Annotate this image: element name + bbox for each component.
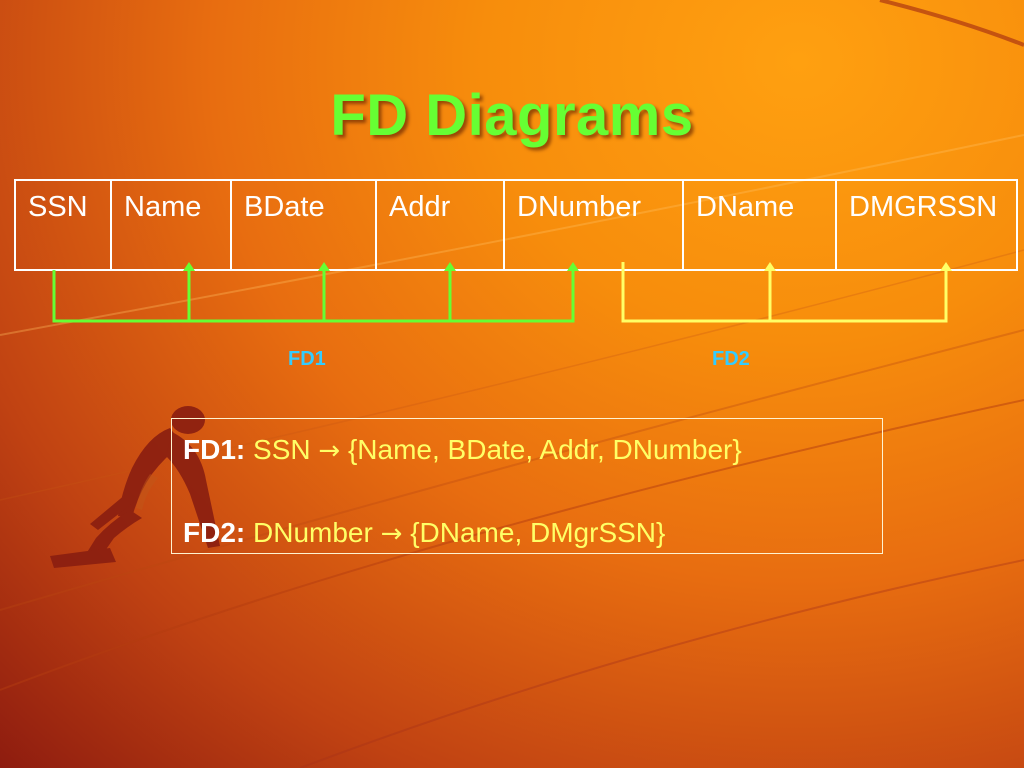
fd-definitions-box: FD1: SSN → {Name, BDate, Addr, DNumber} …: [171, 418, 883, 554]
attribute-dnumber: DNumber: [503, 179, 684, 271]
fd1-lhs: SSN: [253, 434, 311, 465]
attribute-ssn: SSN: [14, 179, 112, 271]
fd1-key: FD1:: [183, 434, 246, 465]
attribute-dname: DName: [682, 179, 837, 271]
fd2-rhs: {DName, DMgrSSN}: [410, 517, 666, 548]
arrowhead-up-icon: [183, 262, 195, 271]
slide-title: FD Diagrams: [330, 83, 694, 148]
arrowhead-up-icon: [444, 262, 456, 271]
attribute-name: Name: [110, 179, 232, 271]
fd2-lhs: DNumber: [253, 517, 373, 548]
sprinter-in-blocks-icon: [50, 406, 220, 568]
fd1-label: FD1: [288, 348, 326, 370]
arrowhead-up-icon: [318, 262, 330, 271]
attribute-addr: Addr: [375, 179, 505, 271]
fd2-label: FD2: [712, 348, 750, 370]
attribute-dmgrssn: DMGRSSN: [835, 179, 1018, 271]
arrowhead-up-icon: [567, 262, 579, 271]
arrowhead-up-icon: [764, 262, 776, 271]
fd1-connector: [52, 268, 575, 323]
right-arrow-icon: →: [318, 436, 341, 466]
fd1-definition: FD1: SSN → {Name, BDate, Addr, DNumber}: [183, 433, 882, 468]
fd1-rhs: {Name, BDate, Addr, DNumber}: [347, 434, 742, 465]
arrowhead-up-icon: [940, 262, 952, 271]
fd2-key: FD2:: [183, 517, 246, 548]
attribute-row: SSN Name BDate Addr DNumber DName DMGRSS…: [14, 179, 1018, 271]
right-arrow-icon: →: [380, 519, 403, 549]
attribute-bdate: BDate: [230, 179, 377, 271]
fd2-connector: [621, 262, 948, 323]
attribute-table: SSN Name BDate Addr DNumber DName DMGRSS…: [14, 179, 1018, 271]
fd2-definition: FD2: DNumber → {DName, DMgrSSN}: [183, 516, 882, 551]
